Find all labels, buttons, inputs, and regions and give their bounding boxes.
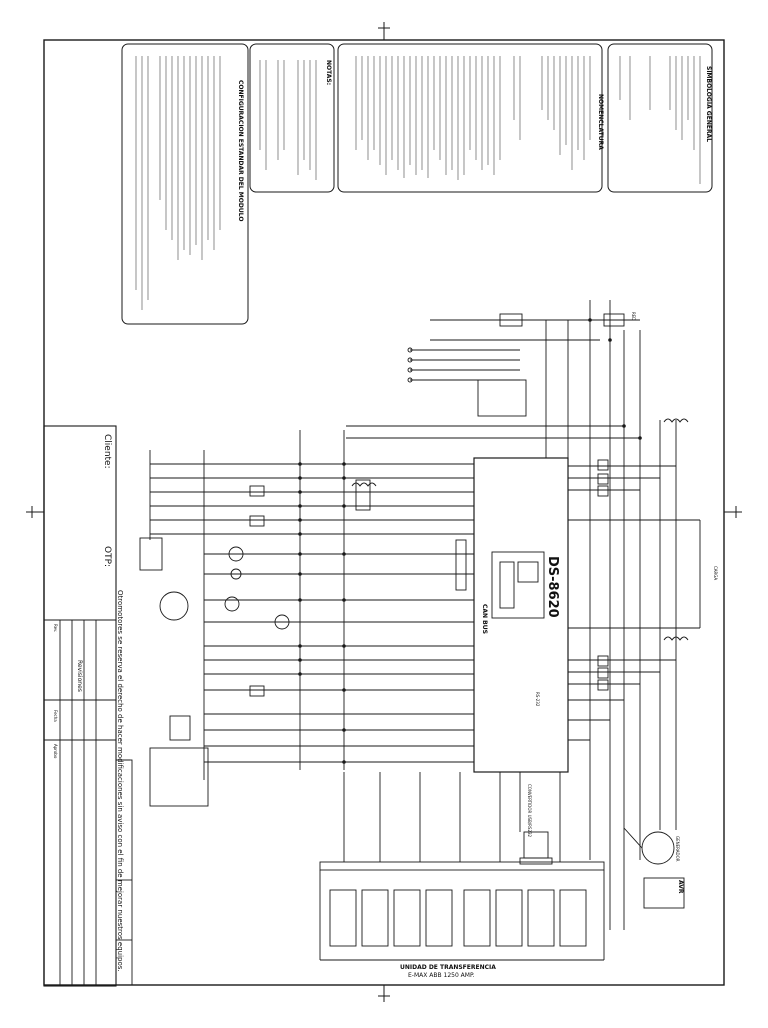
generator-label: GENERADOR: [675, 836, 680, 862]
red-label: RED: [631, 312, 636, 321]
client-label: Cliente:: [102, 434, 112, 469]
avr-label: AVR: [677, 880, 684, 894]
date-header: Fecha: [53, 710, 58, 722]
reserve-note: Otromotores se reserva el derecho de hac…: [116, 590, 124, 972]
rev-header: Rev.: [53, 624, 58, 633]
rs232-label: RS-232: [535, 692, 540, 707]
config-title: CONFIGURACION ESTANDAR DEL MODULO: [237, 80, 244, 222]
controller-label: DS-8620: [545, 556, 560, 618]
revisions-header: Revisiones: [76, 660, 83, 692]
converter-label: CONVERTIDOR USB/RS232: [527, 784, 532, 838]
nomenclature-title: NOMENCLATURA: [597, 94, 604, 150]
approved-header: Aprobo: [53, 744, 58, 759]
symbology-title: SIMBOLOGIA GENERAL: [705, 66, 712, 143]
notes-title: NOTAS:: [325, 60, 332, 86]
charge-label: CARGA: [713, 566, 718, 581]
transfer-unit-label: UNIDAD DE TRANSFERENCIA: [400, 964, 496, 971]
otp-label: OTP:: [102, 546, 112, 568]
can-bus-label: CAN BUS: [481, 604, 488, 634]
transfer-model-label: E-MAX ABB 1250 AMP.: [408, 972, 475, 979]
